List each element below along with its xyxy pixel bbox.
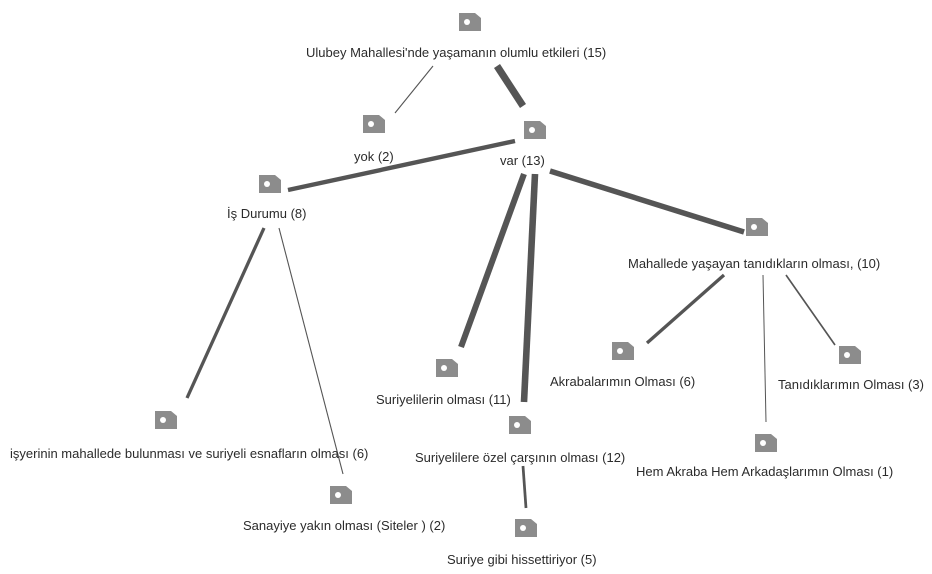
edge-mahallede-to-hem (762, 274, 767, 423)
isyerinin-tag-icon (155, 411, 177, 429)
edge-var-to-mahallede (549, 168, 745, 235)
is-durumu-node-label: İş Durumu (8) (227, 206, 307, 221)
edge-mahallede-to-tanidik (785, 274, 836, 346)
yok-node-label: yok (2) (354, 149, 394, 164)
hem-node-label: Hem Akraba Hem Arkadaşlarımın Olması (1) (636, 464, 894, 479)
akraba-tag-icon (612, 342, 634, 360)
edge-mahallede-to-akraba (645, 273, 726, 345)
var-node-label: var (13) (500, 153, 545, 168)
edge-var-to-is_durumu (287, 138, 516, 193)
sanayiye-node-label: Sanayiye yakın olması (Siteler ) (2) (243, 518, 446, 533)
akraba-node-label: Akrabalarımın Olması (6) (550, 374, 696, 389)
carsi-node-label: Suriyelilere özel çarşının olması (12) (415, 450, 626, 465)
carsi-tag-icon (509, 416, 531, 434)
edge-var-to-carsi (520, 173, 539, 403)
edge-is_durumu-to-isyerinin (185, 227, 266, 399)
hem-tag-icon (755, 434, 777, 452)
edge-root-to-yok (394, 65, 434, 114)
tanidik-tag-icon (839, 346, 861, 364)
suriyelilerin-tag-icon (436, 359, 458, 377)
suriye-gibi-tag-icon (515, 519, 537, 537)
tanidik-node-label: Tanıdıklarımın Olması (3) (778, 377, 924, 392)
edge-carsi-to-suriye_gibi (521, 465, 528, 509)
edge-is_durumu-to-sanayiye (278, 227, 344, 475)
root-tag-icon (459, 13, 481, 31)
mahallede-node-label: Mahallede yaşayan tanıdıkların olması, (… (628, 256, 881, 271)
root-node-label: Ulubey Mahallesi'nde yaşamanın olumlu et… (306, 45, 607, 60)
suriyelilerin-node-label: Suriyelilerin olması (11) (376, 392, 511, 407)
yok-tag-icon (363, 115, 385, 133)
sanayiye-tag-icon (330, 486, 352, 504)
suriye-gibi-node-label: Suriye gibi hissettiriyor (5) (447, 552, 597, 567)
isyerinin-node-label: işyerinin mahallede bulunması ve suriyel… (10, 446, 369, 461)
var-tag-icon (524, 121, 546, 139)
mahallede-tag-icon (746, 218, 768, 236)
is-durumu-tag-icon (259, 175, 281, 193)
edge-var-to-suriyelilerin (458, 172, 527, 349)
edge-root-to-var (494, 64, 526, 108)
